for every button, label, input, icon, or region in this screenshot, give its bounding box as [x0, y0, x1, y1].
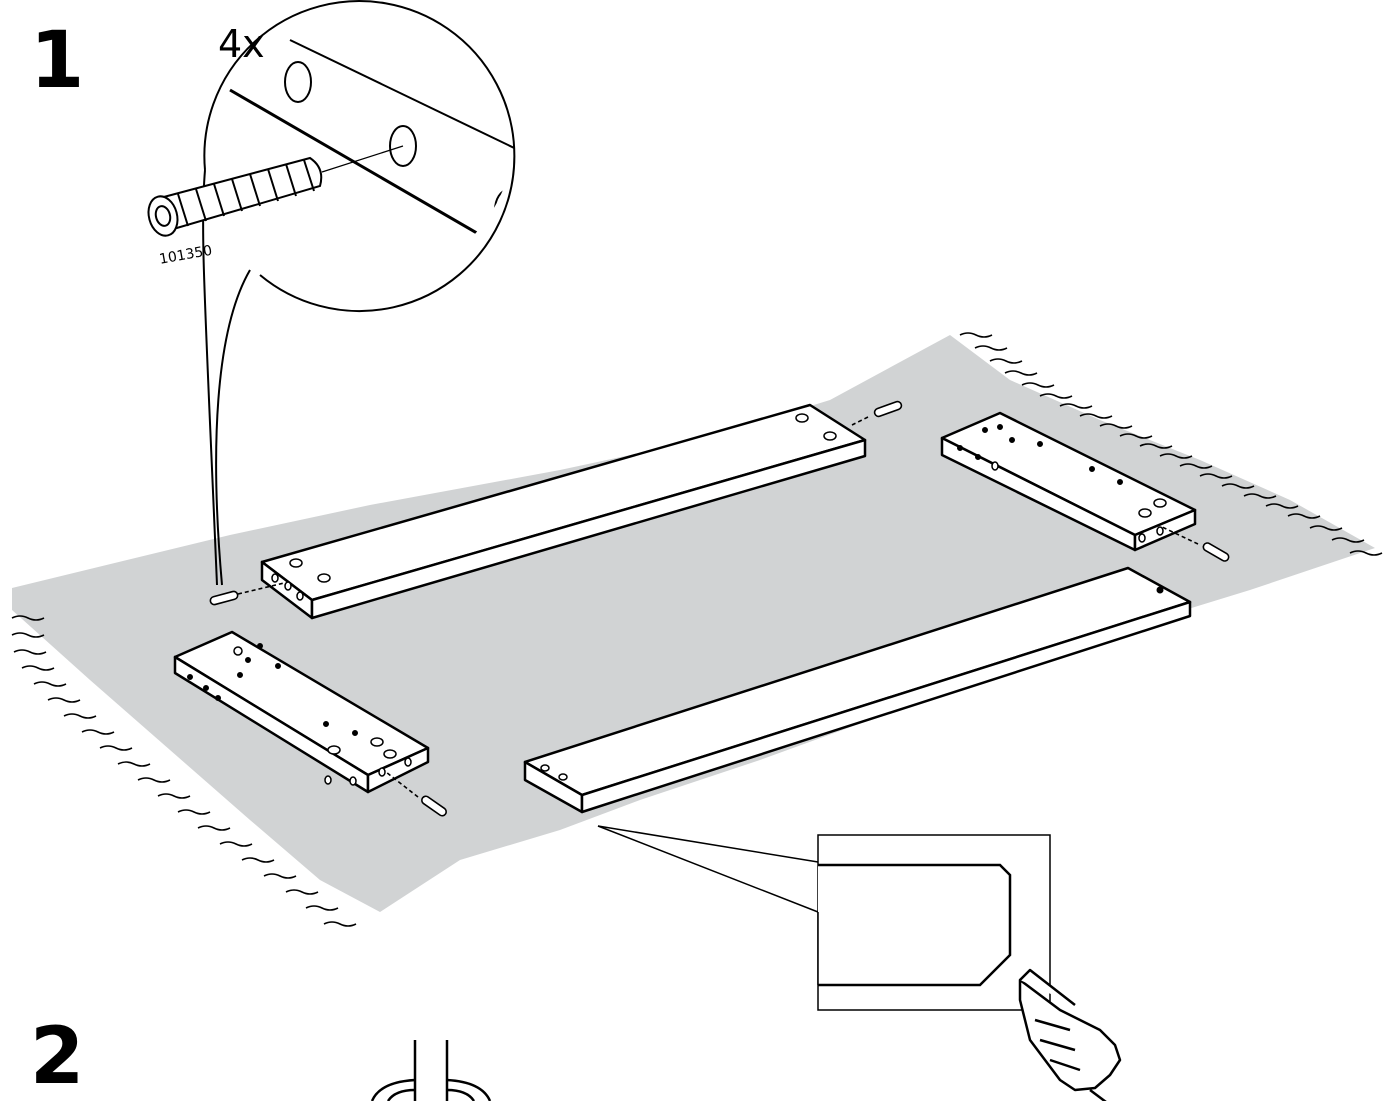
dowel-icon	[1159, 525, 1230, 562]
step2-partial-drawing	[370, 1040, 492, 1102]
magnifier-callout-icon	[147, 0, 516, 586]
step-number: 2	[30, 1012, 85, 1102]
edge-detail-callout	[597, 825, 1051, 1011]
dowel-icon	[851, 400, 903, 426]
rail-bottom	[523, 566, 1192, 814]
dowel-icon	[147, 156, 323, 237]
quantity-label: 4x	[218, 22, 265, 66]
dowel-icon	[385, 771, 447, 817]
rug-fringe-left	[11, 615, 357, 927]
end-panel-left	[173, 630, 430, 794]
step-number: 1	[30, 16, 85, 106]
pointing-hand-icon	[1018, 968, 1122, 1106]
rug-fringe-right	[959, 332, 1383, 556]
dowel-icon	[209, 582, 285, 606]
rail-top	[260, 403, 867, 620]
end-panel-right	[940, 411, 1197, 552]
